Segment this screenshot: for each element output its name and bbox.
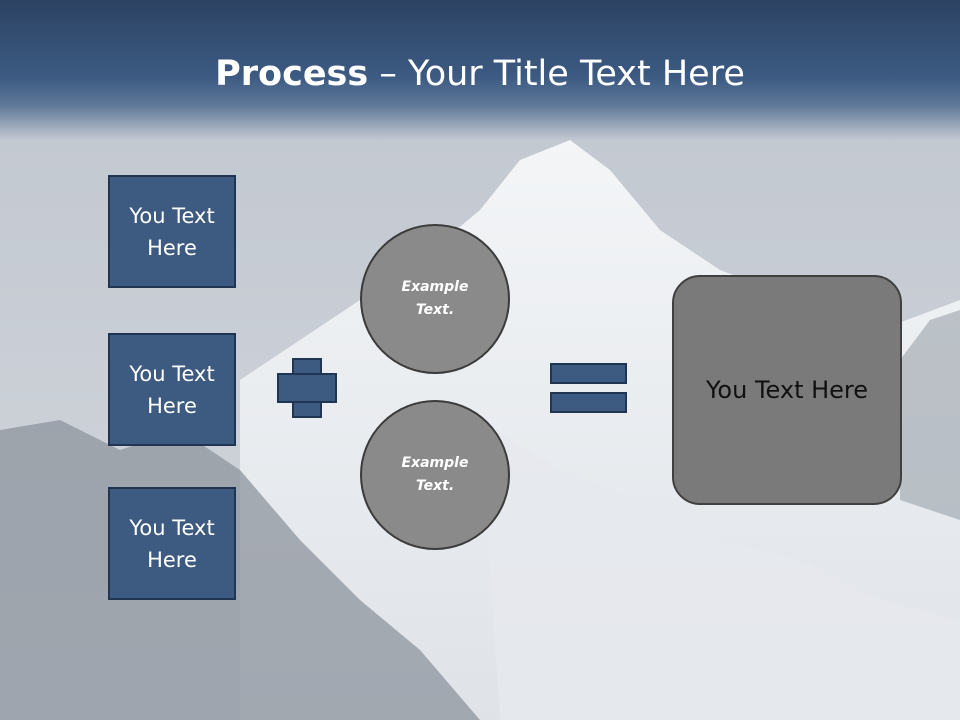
example-circle-2[interactable]: Example Text.: [360, 400, 510, 550]
text-box-1[interactable]: You Text Here: [108, 175, 236, 288]
slide-title: Process – Your Title Text Here: [0, 52, 960, 96]
example-circle-1[interactable]: Example Text.: [360, 224, 510, 374]
text-box-3[interactable]: You Text Here: [108, 487, 236, 600]
text-box-label: You Text Here: [129, 361, 215, 418]
title-rest: – Your Title Text Here: [368, 54, 745, 94]
text-box-2[interactable]: You Text Here: [108, 333, 236, 446]
circle-label: Example Text.: [401, 279, 469, 318]
title-bold: Process: [215, 54, 369, 94]
circle-label: Example Text.: [401, 455, 469, 494]
result-label: You Text Here: [705, 376, 869, 404]
title-band: [0, 0, 960, 140]
text-box-label: You Text Here: [129, 515, 215, 572]
result-box[interactable]: You Text Here: [672, 275, 902, 505]
text-box-label: You Text Here: [129, 203, 215, 260]
